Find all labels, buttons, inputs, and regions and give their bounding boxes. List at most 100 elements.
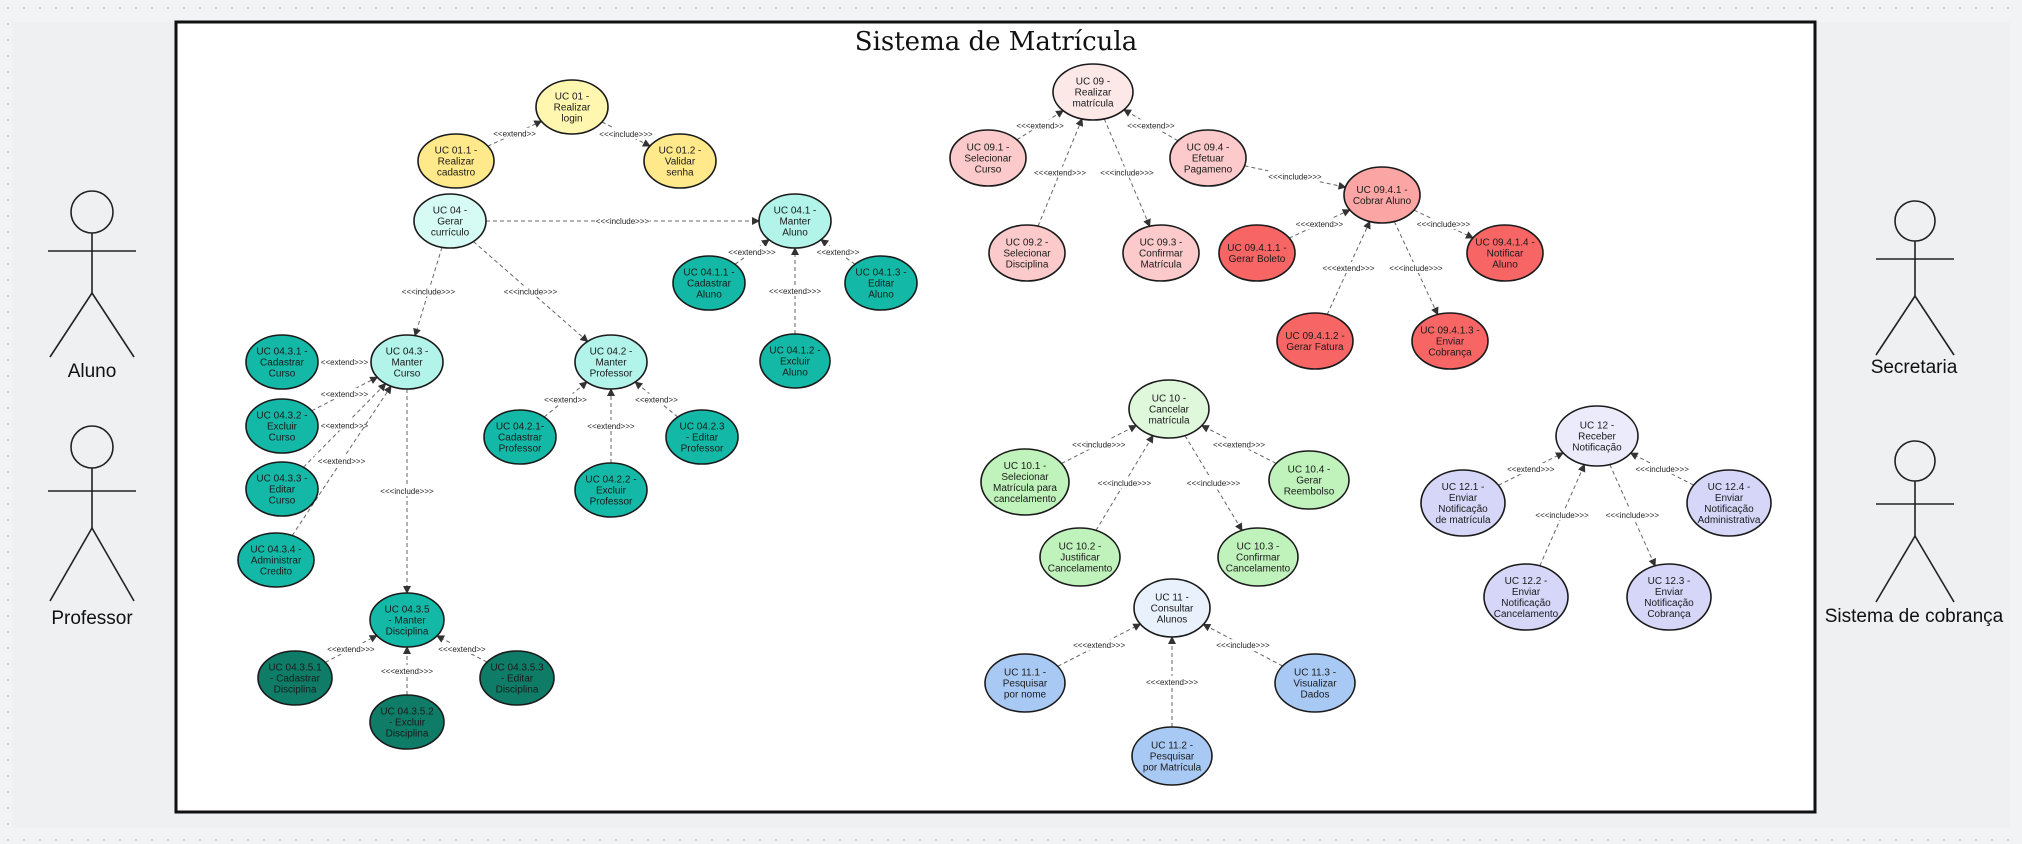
use-case-label-line: UC 04.3.5.2 [380, 707, 434, 718]
use-case-label-line: Curso [269, 496, 296, 507]
relationship-uc094-uc0941[interactable]: <<<include>>> [1244, 165, 1347, 190]
relationship-uc0423-uc042[interactable]: <<extend>> [629, 381, 684, 418]
relationship-uc102-uc10[interactable]: <<<include>>> [1095, 434, 1154, 531]
dashed-arrow [1016, 110, 1065, 141]
relationship-uc04353-uc0435[interactable]: <<<extend>> [435, 635, 489, 663]
relationship-uc0422-uc042[interactable]: <<extend>>> [584, 388, 638, 463]
relationship-uc112-uc11[interactable]: <<<extend>>> [1145, 636, 1199, 727]
actor-sistema-de-cobranca[interactable]: Sistema de cobrança [1825, 440, 2004, 627]
use-case-uc09412[interactable]: UC 09.4.1.2 -Gerar Fatura [1276, 312, 1354, 370]
relationship-uc0941-uc09413[interactable]: <<<include>>> [1389, 221, 1443, 316]
use-case-label-line: UC 04.2.1- [496, 422, 544, 433]
relationship-uc101-uc10[interactable]: <<<include>>> [1061, 425, 1138, 464]
relationship-uc0411-uc041[interactable]: <<extend>>> [725, 239, 779, 265]
relationship-uc04-uc042[interactable]: <<<include>>> [473, 241, 589, 343]
relationship-uc0434-uc043[interactable]: <<extend>>> [291, 385, 392, 536]
relationship-uc12-uc123[interactable]: <<<include>>> [1605, 464, 1659, 567]
relationship-uc09-uc093[interactable]: <<<include>>> [1100, 118, 1154, 228]
use-case-ellipse [844, 255, 918, 311]
relationship-uc10-uc103[interactable]: <<<include>>> [1184, 435, 1243, 532]
use-case-uc0941[interactable]: UC 09.4.1 -Cobrar Aluno [1343, 166, 1421, 224]
relationship-uc011-uc01[interactable]: <<extend>> [487, 120, 543, 147]
relationship-uc104-uc10[interactable]: <<<extend>>> [1200, 425, 1277, 464]
actor-aluno[interactable]: Aluno [48, 190, 136, 382]
relationship-uc01-uc012[interactable]: <<<include>>> [599, 121, 653, 147]
relationship-uc124-uc12[interactable]: <<<include>>> [1629, 452, 1694, 486]
relationship-uc121-uc12[interactable]: <<extend>>> [1498, 452, 1564, 486]
relationship-uc0412-uc041[interactable]: <<<extend>>> [768, 247, 822, 334]
use-case-label-line: UC 09.4.1.4 - [1475, 238, 1534, 249]
relationship-uc04351-uc0435[interactable]: <<extend>>> [324, 635, 378, 663]
relationship-uc0941-uc09414[interactable]: <<<include>>> [1413, 209, 1474, 239]
use-case-label-line: UC 04.1.3 - [855, 268, 906, 279]
relationship-uc09412-uc0941[interactable]: <<<extend>>> [1321, 220, 1376, 315]
relationship-uc09411-uc0941[interactable]: <<<extend>> [1288, 209, 1351, 239]
relationship-uc0413-uc041[interactable]: <<extend>> [811, 239, 865, 265]
relationship-label: <<extend>>> [1507, 465, 1555, 474]
relationship-uc094-uc09[interactable]: <<<extend>> [1123, 109, 1179, 142]
relationship-uc111-uc11[interactable]: <<<extend>>> [1057, 623, 1142, 667]
relationship-uc043-uc0435[interactable]: <<<include>>> [380, 389, 434, 594]
relationship-uc0421-uc042[interactable]: <<extend>> [538, 381, 593, 418]
relationship-label-bg [503, 285, 558, 297]
relationship-uc092-uc09[interactable]: <<<extend>>> [1033, 117, 1087, 227]
relationship-uc04-uc043[interactable]: <<<include>>> [401, 247, 456, 337]
use-case-uc09411[interactable]: UC 09.4.1.1 -Gerar Boleto [1218, 224, 1296, 282]
relationship-uc0431-uc043[interactable]: <<extend>>> [317, 356, 372, 367]
relationship-uc0433-uc043[interactable]: <<extend>>> [303, 382, 387, 468]
use-case-label-line: Efetuar [1192, 154, 1225, 165]
use-case-ellipse [237, 532, 315, 588]
relationship-uc091-uc09[interactable]: <<<extend>> [1013, 110, 1068, 141]
relationship-uc04-uc041[interactable]: <<<include>>> [486, 215, 760, 226]
dashed-arrow [1184, 435, 1243, 532]
relationship-uc122-uc12[interactable]: <<<include>>> [1535, 463, 1589, 567]
actor-professor[interactable]: Professor [48, 425, 136, 629]
relationship-uc04352-uc0435[interactable]: <<<extend>>> [380, 646, 434, 695]
relationship-uc113-uc11[interactable]: <<<include>>> [1202, 623, 1283, 667]
relationship-uc0432-uc043[interactable]: <<extend>>> [311, 376, 379, 412]
actor-secretaria[interactable]: Secretaria [1871, 200, 1958, 378]
